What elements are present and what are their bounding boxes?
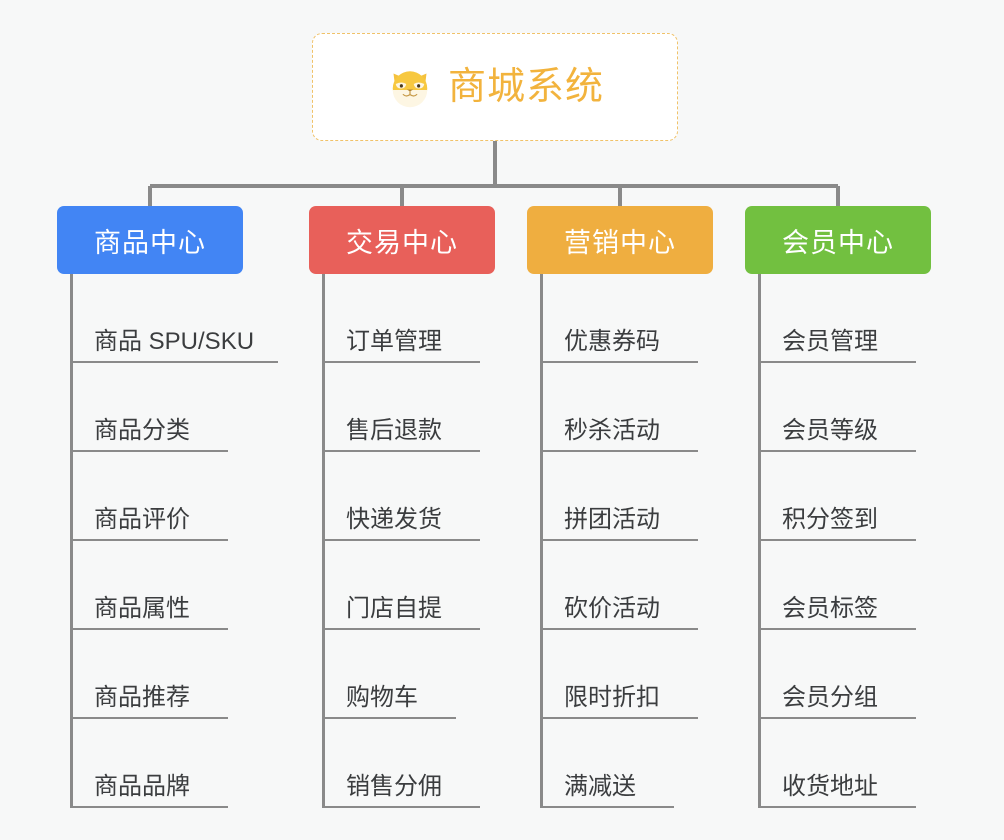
leaf-item-label: 商品属性 — [94, 594, 190, 622]
leaf-spine — [70, 274, 73, 808]
leaf-item[interactable]: 砍价活动 — [540, 541, 698, 630]
branch-header-label: 营销中心 — [564, 227, 676, 258]
leaf-spine — [322, 274, 325, 808]
leaf-item-label: 商品分类 — [94, 416, 190, 444]
leaf-item[interactable]: 拼团活动 — [540, 452, 698, 541]
branch-header-label: 会员中心 — [782, 227, 894, 258]
leaf-item[interactable]: 商品品牌 — [70, 719, 228, 808]
branch-header-trade[interactable]: 交易中心 — [309, 206, 495, 274]
leaf-column-marketing: 优惠券码 秒杀活动 拼团活动 砍价活动 限时折扣 满减送 — [540, 274, 720, 808]
leaf-item-label: 售后退款 — [346, 416, 442, 444]
leaf-item[interactable]: 会员等级 — [758, 363, 916, 452]
leaf-item[interactable]: 商品 SPU/SKU — [70, 274, 278, 363]
branch-header-member[interactable]: 会员中心 — [745, 206, 931, 274]
leaf-spine — [540, 274, 543, 808]
leaf-column-trade: 订单管理 售后退款 快递发货 门店自提 购物车 销售分佣 — [322, 274, 502, 808]
leaf-item[interactable]: 积分签到 — [758, 452, 916, 541]
leaf-item-label: 会员标签 — [782, 594, 878, 622]
leaf-item[interactable]: 门店自提 — [322, 541, 480, 630]
leaf-item-label: 商品 SPU/SKU — [94, 327, 255, 355]
leaf-item-label: 门店自提 — [346, 594, 442, 622]
leaf-item[interactable]: 购物车 — [322, 630, 456, 719]
leaf-column-goods: 商品 SPU/SKU 商品分类 商品评价 商品属性 商品推荐 商品品牌 — [70, 274, 290, 808]
branch-header-label: 交易中心 — [346, 227, 458, 258]
leaf-item[interactable]: 秒杀活动 — [540, 363, 698, 452]
shiba-dog-face-icon — [392, 71, 428, 108]
leaf-item[interactable]: 商品分类 — [70, 363, 228, 452]
leaf-item[interactable]: 快递发货 — [322, 452, 480, 541]
leaf-column-member: 会员管理 会员等级 积分签到 会员标签 会员分组 收货地址 — [758, 274, 938, 808]
root-title: 商城系统 — [447, 66, 604, 108]
branch-header-label: 商品中心 — [94, 227, 206, 258]
leaf-item-label: 订单管理 — [346, 327, 442, 355]
leaf-item[interactable]: 售后退款 — [322, 363, 480, 452]
leaf-item[interactable]: 会员管理 — [758, 274, 916, 363]
leaf-item[interactable]: 优惠券码 — [540, 274, 698, 363]
leaf-item-label: 购物车 — [346, 683, 418, 711]
leaf-item-label: 收货地址 — [782, 772, 878, 800]
leaf-item-label: 满减送 — [564, 772, 636, 800]
leaf-item-label: 秒杀活动 — [564, 416, 660, 444]
root-node[interactable]: 商城系统 — [312, 33, 678, 141]
leaf-item[interactable]: 会员标签 — [758, 541, 916, 630]
leaf-item[interactable]: 会员分组 — [758, 630, 916, 719]
leaf-item-label: 砍价活动 — [564, 594, 660, 622]
branch-header-goods[interactable]: 商品中心 — [57, 206, 243, 274]
leaf-item-label: 销售分佣 — [346, 772, 442, 800]
leaf-item[interactable]: 订单管理 — [322, 274, 480, 363]
branch-header-marketing[interactable]: 营销中心 — [527, 206, 713, 274]
leaf-item-label: 商品评价 — [94, 505, 190, 533]
leaf-item-label: 限时折扣 — [564, 683, 660, 711]
leaf-item-label: 优惠券码 — [564, 327, 660, 355]
leaf-item[interactable]: 商品评价 — [70, 452, 228, 541]
leaf-item[interactable]: 满减送 — [540, 719, 674, 808]
leaf-item-label: 商品品牌 — [94, 772, 190, 800]
leaf-spine — [758, 274, 761, 808]
leaf-item-label: 积分签到 — [782, 505, 878, 533]
leaf-item[interactable]: 销售分佣 — [322, 719, 480, 808]
leaf-item[interactable]: 收货地址 — [758, 719, 916, 808]
leaf-item-label: 快递发货 — [346, 505, 442, 533]
leaf-item-label: 会员等级 — [782, 416, 878, 444]
leaf-item-label: 拼团活动 — [564, 505, 660, 533]
leaf-item[interactable]: 商品推荐 — [70, 630, 228, 719]
leaf-item[interactable]: 商品属性 — [70, 541, 228, 630]
leaf-item-label: 会员管理 — [782, 327, 878, 355]
leaf-item-label: 会员分组 — [782, 683, 878, 711]
leaf-item[interactable]: 限时折扣 — [540, 630, 698, 719]
leaf-item-label: 商品推荐 — [94, 683, 190, 711]
